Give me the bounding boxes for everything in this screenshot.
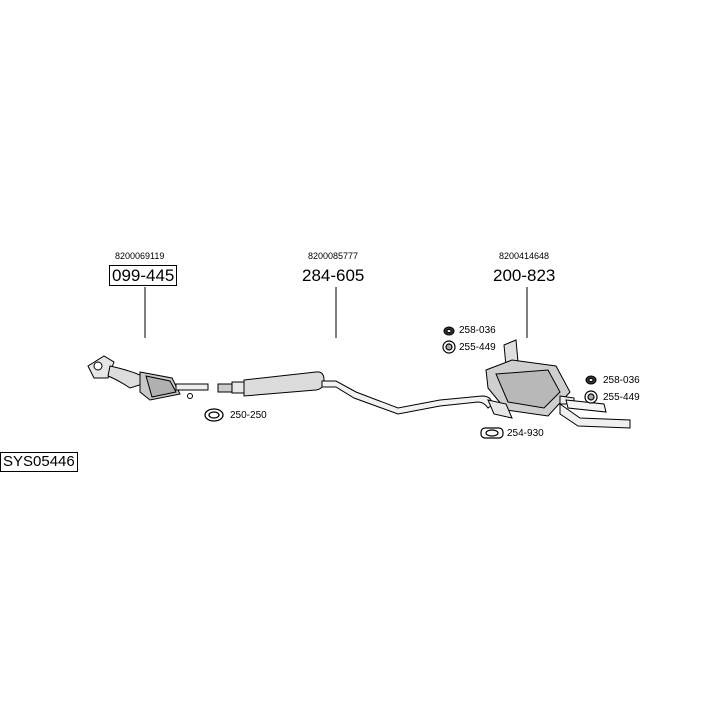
middle-pipe — [217, 371, 493, 415]
part-number-middle-pipe[interactable]: 284-605 — [302, 266, 365, 285]
rubber-ring-icon-right — [585, 375, 597, 385]
label-rubber-top-left[interactable]: 258-036 — [459, 325, 496, 336]
system-code: SYS05446 — [0, 452, 78, 472]
rubber-mount-icon — [442, 340, 456, 354]
catalytic-converter — [87, 355, 209, 401]
rear-clamp-icon — [480, 427, 504, 439]
oem-ref-catalyst: 8200069119 — [115, 251, 165, 261]
label-mount-top-left[interactable]: 255-449 — [459, 342, 496, 353]
label-mount-right[interactable]: 255-449 — [603, 392, 640, 403]
clamp-icon — [204, 408, 224, 422]
part-number-rear-silencer[interactable]: 200-823 — [493, 266, 556, 285]
oem-ref-rear-silencer: 8200414648 — [499, 251, 550, 261]
label-clamp-front[interactable]: 250-250 — [230, 410, 267, 421]
rear-silencer — [485, 339, 631, 429]
label-clamp-rear[interactable]: 254-930 — [507, 428, 544, 439]
label-rubber-right[interactable]: 258-036 — [603, 375, 640, 386]
rubber-mount-icon-right — [584, 390, 598, 404]
part-number-catalyst[interactable]: 099-445 — [109, 265, 178, 286]
oem-ref-middle-pipe: 8200085777 — [308, 251, 359, 261]
rubber-ring-icon — [443, 326, 455, 336]
